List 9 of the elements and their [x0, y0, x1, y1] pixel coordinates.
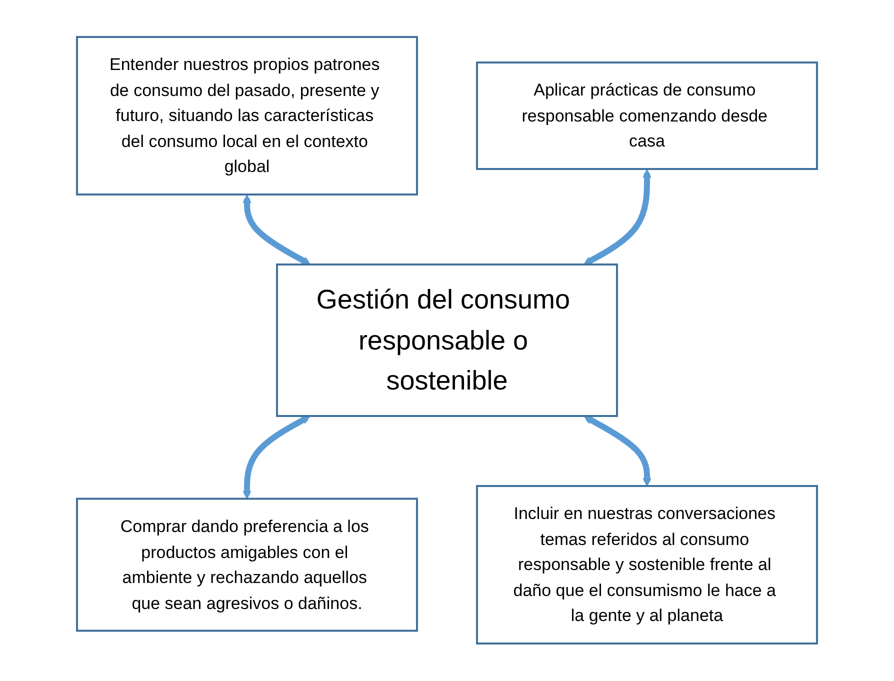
node-box: Incluir en nuestras conversaciones temas referidos al consumo responsable y sostenible frente al daño que el consumismo le hace a la gente y al planeta — [476, 485, 818, 645]
arrow — [242, 416, 310, 500]
node-box: Gestión del consumo responsable o sostenible — [276, 264, 618, 418]
arrow — [584, 416, 652, 487]
node-box: Comprar dando preferencia a los productos amigables con el ambiente y rechazando aquellos que sean agresivos o dañinos. — [76, 498, 418, 632]
arrow — [583, 169, 652, 266]
arrow — [242, 194, 311, 266]
node-box: Aplicar prácticas de consumo responsable comenzando desde casa — [476, 62, 818, 170]
node-box: Entender nuestros propios patrones de consumo del pasado, presente y futuro, situando las características del consumo local en el contexto global — [76, 36, 418, 196]
